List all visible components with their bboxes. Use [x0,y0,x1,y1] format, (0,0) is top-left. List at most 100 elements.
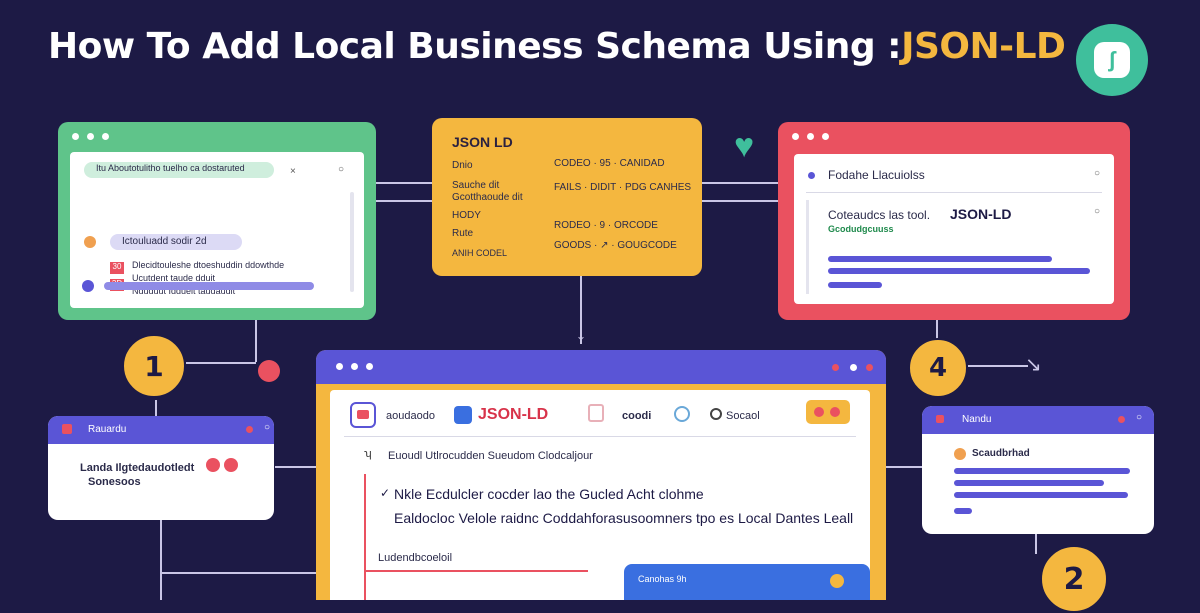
face-icon[interactable] [674,406,690,422]
connector-json-main [580,276,582,344]
red-line-3: Gcodudgcuuss [828,224,894,234]
toolbar-item-1[interactable]: aoudaodo [386,410,435,422]
progress-bar [104,282,314,290]
dot-icon[interactable] [1118,416,1125,423]
json-right-2: FAILS · DIDIT · PDG CANHES [554,182,692,193]
badge-1: 30 [110,262,124,274]
red-vertical-rule [364,474,366,600]
record-icon-2[interactable] [224,458,238,472]
record-icon[interactable] [206,458,220,472]
red-window-content: Fodahe Llacuiolss ○ Coteaudcs las tool. … [794,154,1114,304]
json-right-4: GOODS · ↗ · GOUGCODE [554,240,677,251]
step-2-badge: 2 [1040,545,1108,613]
bullet-icon [808,172,815,179]
action-button[interactable] [806,400,850,424]
green-line-4: Ucutdent taude dduit [132,273,216,283]
window-dot-red[interactable] [832,364,839,371]
json-ld-panel: JSON LD Dnio Sauche dit Gcotthaoude dit … [432,118,702,276]
scrollbar[interactable] [350,192,354,292]
main-window-content: aoudaodo JSON-LD coodi Socaol ʮ Euoudl U… [330,390,870,600]
connector-json-red [702,182,780,184]
arrow-down-icon: ↓ [575,320,587,345]
connector-step1-down [155,400,157,420]
json-left-2: Sauche dit [452,180,500,191]
bottom-card-title: Canohas 9h [638,574,687,584]
red-underline [364,570,588,572]
json-right-1: CODEO · 95 · CANIDAD [554,158,665,169]
content-bar-1 [828,256,1052,262]
main-line-1: Nkle Ecdulcler cocder lao the Gucled Ach… [394,486,704,502]
connector-step1-h [186,362,256,364]
green-line-3: Dlecidtouleshe dtoeshuddin ddowthde [132,260,285,270]
mail-icon[interactable] [350,402,376,428]
title-accent: JSON-LD [901,26,1066,67]
connector-right-step2 [1035,534,1037,554]
info-icon: ʮ [364,448,372,460]
content-bar-4 [954,508,972,514]
red-dot-icon [258,360,280,382]
window-dot-white[interactable] [850,364,857,371]
red-window: Fodahe Llacuiolss ○ Coteaudcs las tool. … [778,122,1130,320]
settings-icon[interactable]: ○ [338,164,345,175]
connector-green-json-2 [372,200,434,202]
menu-icon[interactable] [936,415,944,423]
left-small-window: Rauardu ○ Landa Ilgtedaudotledt Sonesoos [48,416,274,520]
window-controls [792,133,829,140]
right-small-header [922,406,1154,434]
red-line-1: Fodahe Llacuiolss [828,168,925,182]
settings-icon[interactable]: ○ [1094,168,1101,179]
connector-json-red-2 [702,200,780,202]
json-left-5: Rute [452,228,474,239]
left-small-line-2: Sonesoos [88,476,141,488]
scrollbar[interactable] [806,200,809,294]
menu-icon[interactable] [62,424,72,434]
connector-left-down [160,520,162,600]
json-left-4: HODY [452,210,481,221]
green-line-1: Itu Aboutotulitho tuelho ca dostaruted [96,163,245,173]
green-line-2: Ictouluadd sodir 2d [122,236,207,247]
brand-logo[interactable]: ʃ [1076,24,1148,96]
doc-icon[interactable] [588,404,604,422]
red-accent: JSON-LD [950,206,1012,222]
main-window: aoudaodo JSON-LD coodi Socaol ʮ Euoudl U… [316,350,886,600]
green-window: Itu Aboutotulitho tuelho ca dostaruted ×… [58,122,376,320]
search-icon[interactable] [710,408,722,420]
main-footer: Ludendbcoeloil [378,552,453,564]
window-controls [72,133,109,140]
content-bar-3 [828,282,882,288]
json-right-3: RODEO · 9 · ORCODE [554,220,658,231]
dot-icon[interactable] [246,426,253,433]
connector-step4-right [968,365,1028,367]
toolbar-item-json[interactable]: JSON-LD [478,406,549,423]
main-line-2: Ealdocloc Velole raidnc Coddahforasusoom… [394,510,854,526]
connector-main-left [275,466,317,468]
wave-logo-icon: ʃ [1094,42,1130,78]
red-line-2: Coteaudcs las tool. [828,208,931,222]
toolbar-item-4[interactable]: Socaol [726,410,760,422]
bottom-card[interactable]: Canohas 9h [624,564,870,600]
close-icon[interactable]: ○ [1136,412,1143,423]
connector-green-step1 [255,320,257,362]
green-line-5: Nduduut Idduelt taudaudit [132,286,236,296]
close-icon[interactable]: ○ [1094,206,1101,217]
close-icon[interactable]: × [290,166,296,177]
right-small-window: Nandu ○ Scaudbrhad [922,406,1154,534]
json-left-3: Gcotthaoude dit [452,192,523,203]
heart-icon: ♥ [734,127,755,165]
toolbar-item-3[interactable]: coodi [622,410,652,422]
step-4-badge: 4 [908,338,968,398]
dropbox-icon[interactable] [454,406,472,424]
content-bar-2 [954,480,1104,486]
right-small-title: Nandu [962,414,992,425]
content-bar-3 [954,492,1128,498]
close-icon[interactable]: ○ [264,422,271,433]
connector-main-right [886,466,924,468]
json-heading: JSON LD [452,134,513,150]
window-dot-red-2[interactable] [866,364,873,371]
toolbar-divider [344,436,856,437]
json-left-6: ANIH CODEL [452,248,508,258]
info-icon [82,280,94,292]
left-small-header [48,416,274,444]
left-small-title: Rauardu [88,424,127,435]
left-small-line-1: Landa Ilgtedaudotledt [80,462,195,474]
